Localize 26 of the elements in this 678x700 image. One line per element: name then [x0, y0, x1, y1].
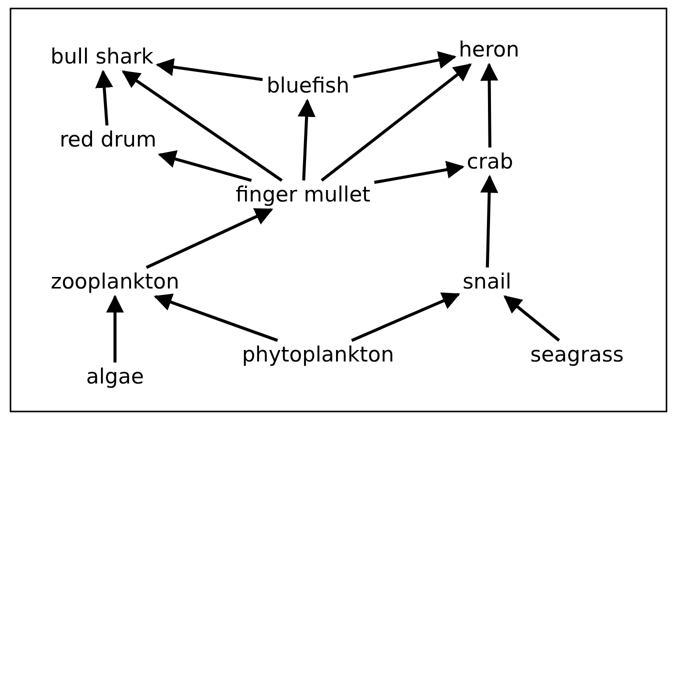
arrow [122, 70, 283, 182]
arrow [158, 150, 252, 182]
arrow [480, 62, 498, 148]
arrow [374, 160, 465, 184]
food-web-label: red drum [58, 127, 158, 153]
arrow [353, 51, 456, 78]
food-web-label: heron [456, 37, 522, 63]
arrow [298, 98, 316, 181]
arrow [154, 294, 278, 342]
food-web-label: seagrass [528, 342, 626, 368]
arrow [156, 58, 263, 82]
food-web-label: algae [84, 364, 146, 390]
food-web-label: zooplankton [48, 269, 182, 295]
arrow [106, 294, 124, 362]
food-web-label: phytoplankton [240, 342, 396, 368]
arrow [480, 174, 498, 268]
food-web-label: finger mullet [234, 182, 372, 208]
arrow [504, 295, 560, 342]
food-web-label: bull shark [48, 44, 156, 70]
food-web-label: snail [460, 269, 514, 295]
food-web-label: crab [464, 149, 516, 175]
arrow [95, 70, 114, 126]
food-web-label: bluefish [264, 73, 352, 99]
arrow [351, 292, 460, 342]
arrow [320, 63, 472, 182]
arrow [146, 208, 274, 269]
